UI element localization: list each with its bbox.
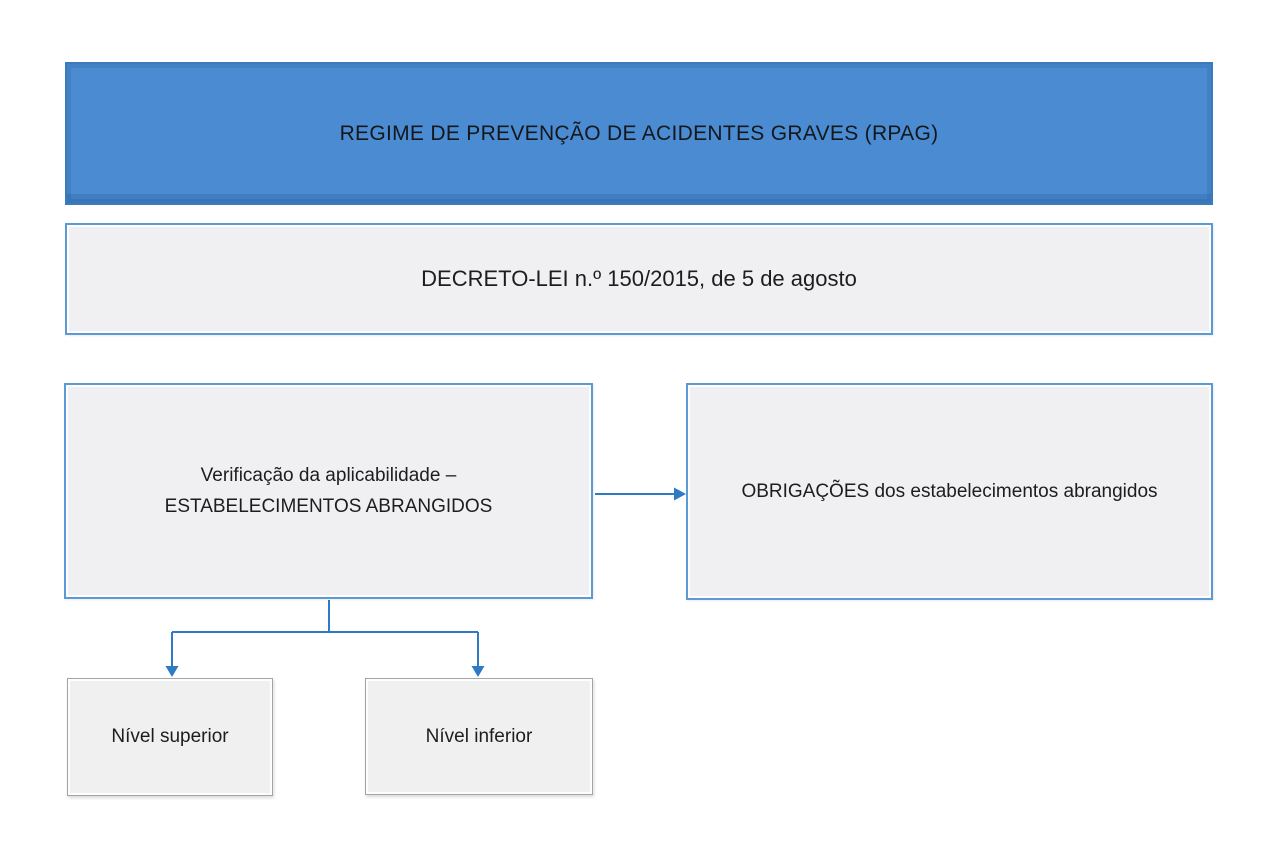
lower-tier-label: Nível inferior <box>425 725 533 747</box>
decree-law-label: DECRETO-LEI n.º 150/2015, de 5 de agosto <box>421 266 857 291</box>
rpag-title-label: REGIME DE PREVENÇÃO DE ACIDENTES GRAVES … <box>339 121 939 145</box>
lower-tier-box: Nível inferior <box>365 678 593 795</box>
applicability-label: Verificação da aplicabilidade – ESTABELE… <box>165 460 493 522</box>
decree-law-box: DECRETO-LEI n.º 150/2015, de 5 de agosto <box>65 223 1213 335</box>
upper-tier-box: Nível superior <box>67 678 273 796</box>
upper-tier-label: Nível superior <box>111 726 229 747</box>
rpag-title-banner: REGIME DE PREVENÇÃO DE ACIDENTES GRAVES … <box>65 62 1213 205</box>
arrowhead-down-left-icon <box>165 666 179 677</box>
applicability-line2: ESTABELECIMENTOS ABRANGIDOS <box>164 496 493 517</box>
obligations-label: OBRIGAÇÕES dos estabelecimentos abrangid… <box>741 480 1158 502</box>
edge-applicability-tiers <box>171 600 479 667</box>
applicability-box: Verificação da aplicabilidade – ESTABELE… <box>64 383 593 599</box>
applicability-line1: Verificação da aplicabilidade – <box>200 465 457 486</box>
arrowhead-down-right-icon <box>471 666 485 677</box>
obligations-box: OBRIGAÇÕES dos estabelecimentos abrangid… <box>686 383 1213 600</box>
arrowhead-right-icon <box>674 487 686 501</box>
